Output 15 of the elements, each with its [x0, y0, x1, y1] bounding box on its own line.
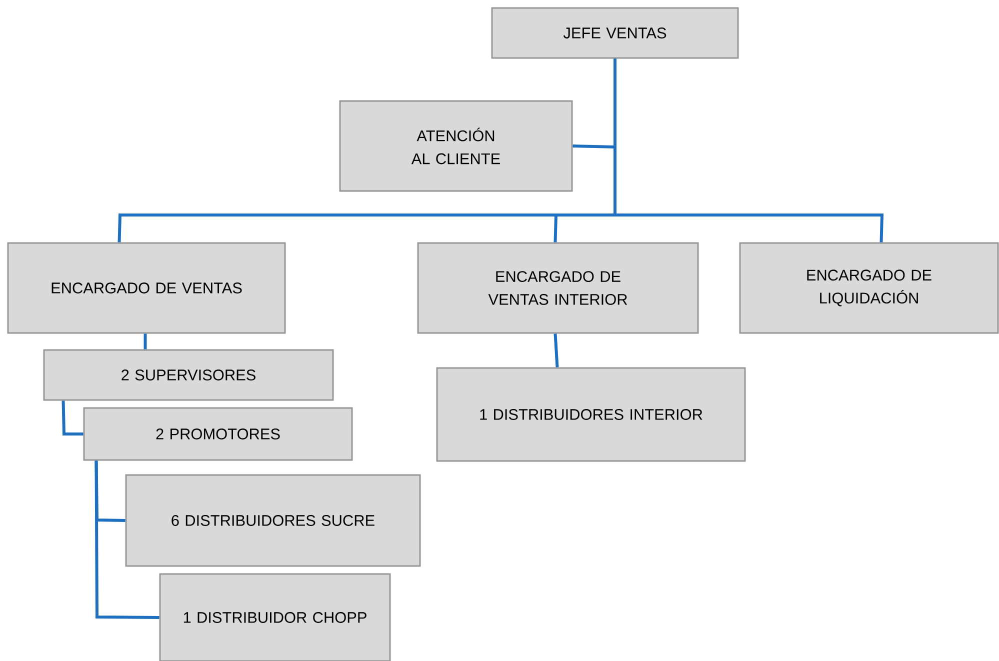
connector-line [94, 460, 160, 619]
connector-line [62, 400, 84, 436]
org-box: ENCARGADO DE VENTAS [7, 242, 286, 334]
org-box: ENCARGADO DE LIQUIDACIÓN [739, 242, 999, 334]
connector-line [614, 58, 884, 242]
org-box: 2 PROMOTORES [83, 407, 353, 461]
org-box: 6 DISTRIBUIDORES SUCRE [125, 474, 421, 567]
org-box: JEFE VENTAS [491, 7, 739, 59]
org-box: ATENCIÓN AL CLIENTE [339, 100, 573, 192]
org-box: 1 DISTRIBUIDORES INTERIOR [436, 367, 746, 462]
org-box: 2 SUPERVISORES [43, 349, 334, 401]
connector-line [144, 334, 147, 350]
connector-line [554, 334, 559, 368]
org-box: ENCARGADO DE VENTAS INTERIOR [417, 242, 699, 334]
org-box: 1 DISTRIBUIDOR CHOPP [159, 573, 391, 661]
